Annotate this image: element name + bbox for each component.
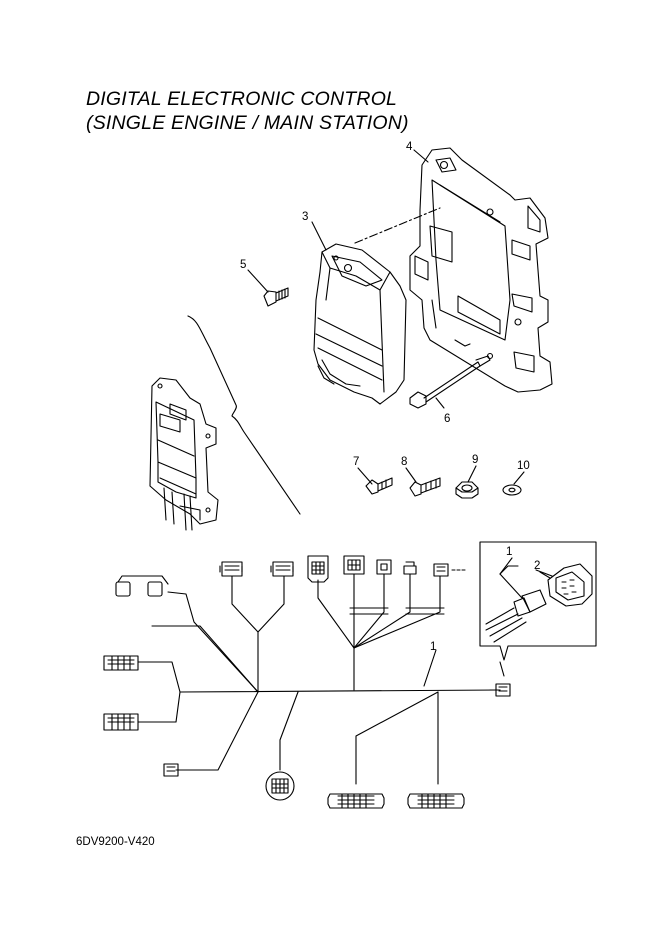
callout-1-inset: 1 [506,546,512,558]
page-title-line-1: DIGITAL ELECTRONIC CONTROL [86,88,398,110]
leader-8 [405,467,417,483]
leader-inset [499,557,551,579]
connector-left-3 [163,763,179,777]
connector-top-4 [343,555,365,575]
alignment-line [354,207,441,244]
leader-9 [467,465,477,483]
leader-3 [311,221,327,251]
leader-6 [435,397,445,409]
leader-7 [357,467,373,485]
part-8-screw [409,477,441,497]
connector-left-2 [103,713,139,731]
callout-8: 8 [401,456,407,468]
callout-4: 4 [406,141,413,153]
connector-top-3 [307,555,329,583]
callout-7: 7 [353,456,359,468]
connector-top-2 [270,561,294,577]
connector-bottom-1 [327,793,385,809]
detail-inset [479,541,597,677]
callout-3: 3 [302,211,308,223]
leader-1 [423,649,437,687]
connector-top-5 [376,559,392,575]
callout-10: 10 [517,460,530,472]
wire-harness [137,573,501,785]
page-title-line-2: (SINGLE ENGINE / MAIN STATION) [86,112,409,134]
leader-10 [513,471,525,485]
assembled-view [149,377,219,531]
part-4-bracket [409,147,553,393]
part-10-washer [502,484,522,496]
brace-bracket [187,315,301,515]
callout-6: 6 [444,413,450,425]
connector-top-1 [219,561,243,577]
leader-4 [413,149,429,163]
callout-9: 9 [472,454,478,466]
part-5-screw [263,287,289,307]
callout-1-harness: 1 [430,641,436,653]
connector-top-6 [403,561,417,575]
callout-numbers: 1 2 3 4 5 6 7 8 9 10 1 [240,141,540,653]
part-9-nut [455,481,479,499]
part-7-screw [365,477,393,495]
connector-left-1 [103,655,139,671]
connector-bottom-round [265,771,295,801]
diagram-code: 6DV9200-V420 [76,836,155,848]
leader-5 [247,269,269,293]
connector-bottom-2 [407,793,465,809]
callout-2: 2 [534,560,540,572]
connector-right-end [495,683,511,697]
connector-top-7 [433,563,467,577]
callout-5: 5 [240,259,246,271]
connector-top-left-pair [115,575,169,597]
part-3-ecu [313,243,407,405]
part-6-cable-tie [409,355,491,409]
